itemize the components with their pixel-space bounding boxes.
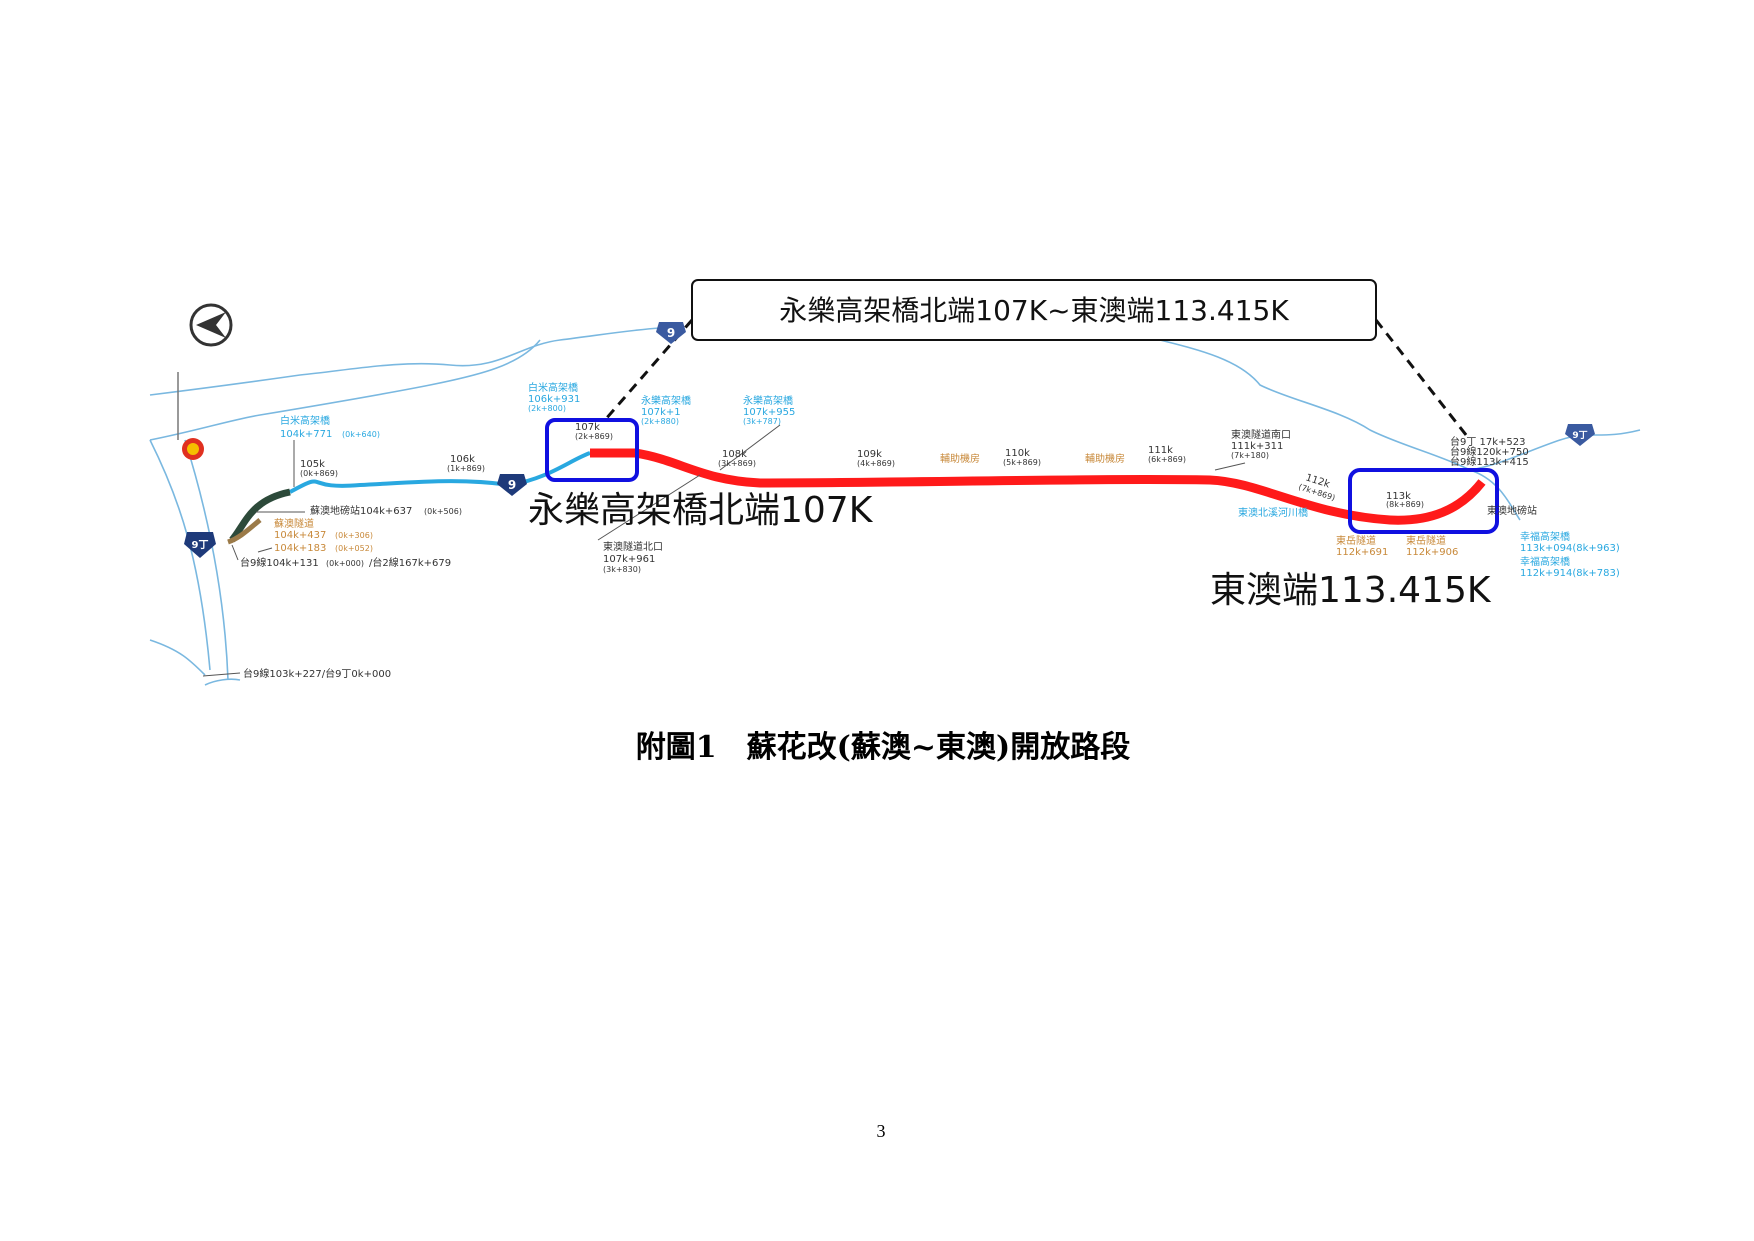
label: (1k+869) <box>447 464 485 473</box>
police-badge-icon <box>182 438 204 460</box>
label: 108k <box>722 449 747 460</box>
label: 永樂高架橋 <box>641 394 691 407</box>
open-section-line <box>590 448 1486 525</box>
label-leaders <box>202 424 1246 677</box>
compass-arrow-icon <box>189 303 233 347</box>
route-9-shield-icon: 9 <box>656 322 686 344</box>
label: 幸福高架橋 <box>1520 555 1570 568</box>
label: 104k+771 <box>280 429 332 440</box>
svg-text:9丁: 9丁 <box>1572 430 1587 441</box>
label: 永樂高架橋 <box>743 394 793 407</box>
label: 白米高架橋 <box>528 381 578 394</box>
label: 東岳隧道 <box>1406 534 1446 547</box>
label: (3k+869) <box>718 459 756 468</box>
svg-text:9: 9 <box>508 478 516 492</box>
label: (5k+869) <box>1003 458 1041 467</box>
label: (2k+880) <box>641 417 679 426</box>
callout-box <box>691 279 1377 341</box>
label: 台9丁 17k+523 <box>1450 435 1526 448</box>
label: 113k+094(8k+963) <box>1520 543 1620 554</box>
label: 東岳隧道 <box>1336 534 1376 547</box>
label: 107k+955 <box>743 407 795 418</box>
label: (4k+869) <box>857 459 895 468</box>
label: (2k+800) <box>528 404 566 413</box>
label: 台9線120k+750 <box>1450 445 1529 458</box>
label: 107k+961 <box>603 554 655 565</box>
page-number: 3 <box>877 1121 886 1141</box>
label: 幸福高架橋 <box>1520 530 1570 543</box>
label: /台2線167k+679 <box>369 556 451 569</box>
label: (3k+787) <box>743 417 781 426</box>
label: 110k <box>1005 448 1030 459</box>
label: (0k+640) <box>342 430 380 439</box>
svg-text:9: 9 <box>667 326 675 340</box>
label: 東澳地磅站 <box>1487 504 1537 517</box>
label: (0k+000) <box>326 559 364 568</box>
label: 112k+914(8k+783) <box>1520 568 1620 579</box>
label: 東澳隧道南口 <box>1231 428 1291 441</box>
label: (0k+869) <box>300 469 338 478</box>
label: 白米高架橋 <box>280 414 330 427</box>
label: 東澳北溪河川橋 <box>1238 506 1308 519</box>
route-9-shield-icon: 9 <box>497 474 527 496</box>
figure-caption: 附圖1 蘇花改(蘇澳~東澳)開放路段 <box>636 730 1130 765</box>
route-9-road <box>289 451 591 494</box>
label: 107k <box>575 422 600 433</box>
label: 輔助機房 <box>940 452 980 465</box>
label: 107k+1 <box>641 407 681 418</box>
suao-tunnel-segment <box>229 488 291 543</box>
label: (8k+869) <box>1386 500 1424 509</box>
label: 台9線113k+415 <box>1450 455 1529 468</box>
callout-leader-right <box>1374 319 1472 441</box>
label: 112k+691 <box>1336 547 1388 558</box>
label: 111k+311 <box>1231 441 1283 452</box>
label: (0k+052) <box>335 544 373 553</box>
label: 112k+906 <box>1406 547 1458 558</box>
label: (6k+869) <box>1148 455 1186 464</box>
label: 109k <box>857 449 882 460</box>
label: 105k <box>300 459 325 470</box>
label: 蘇澳隧道 <box>274 517 314 530</box>
label: (7k+180) <box>1231 451 1269 460</box>
label: 輔助機房 <box>1085 452 1125 465</box>
label: 台9線103k+227/台9丁0k+000 <box>243 667 391 680</box>
south-end-label: 東澳端113.415K <box>1210 570 1492 611</box>
svg-text:9丁: 9丁 <box>192 539 209 551</box>
label: 113k <box>1386 491 1411 502</box>
label: (0k+506) <box>424 507 462 516</box>
label: (0k+306) <box>335 531 373 540</box>
suao-tunnel-brown-segment <box>227 518 262 545</box>
label: 111k <box>1148 445 1173 456</box>
label: 東澳隧道北口 <box>603 540 663 553</box>
label: (3k+830) <box>603 565 641 574</box>
label: 106k+931 <box>528 394 580 405</box>
route-9-ding-shield-icon: 9丁 <box>184 532 216 558</box>
label: 台9線104k+131 <box>240 556 319 569</box>
callout-text: 永樂高架橋北端107K~東澳端113.415K <box>779 294 1289 327</box>
north-end-label: 永樂高架橋北端107K <box>528 490 874 531</box>
north-end-highlight-box <box>545 418 639 482</box>
route-9-ding-shield-icon: 9丁 <box>1565 424 1595 446</box>
label: (2k+869) <box>575 432 613 441</box>
label: 104k+183 <box>274 543 326 554</box>
map-labels: 白米高架橋 104k+771 (0k+640) 105k (0k+869) 10… <box>240 381 1620 680</box>
south-end-highlight-box <box>1348 468 1499 534</box>
label: 104k+437 <box>274 530 326 541</box>
label: 106k <box>450 454 475 465</box>
label: 蘇澳地磅站104k+637 <box>310 504 412 517</box>
